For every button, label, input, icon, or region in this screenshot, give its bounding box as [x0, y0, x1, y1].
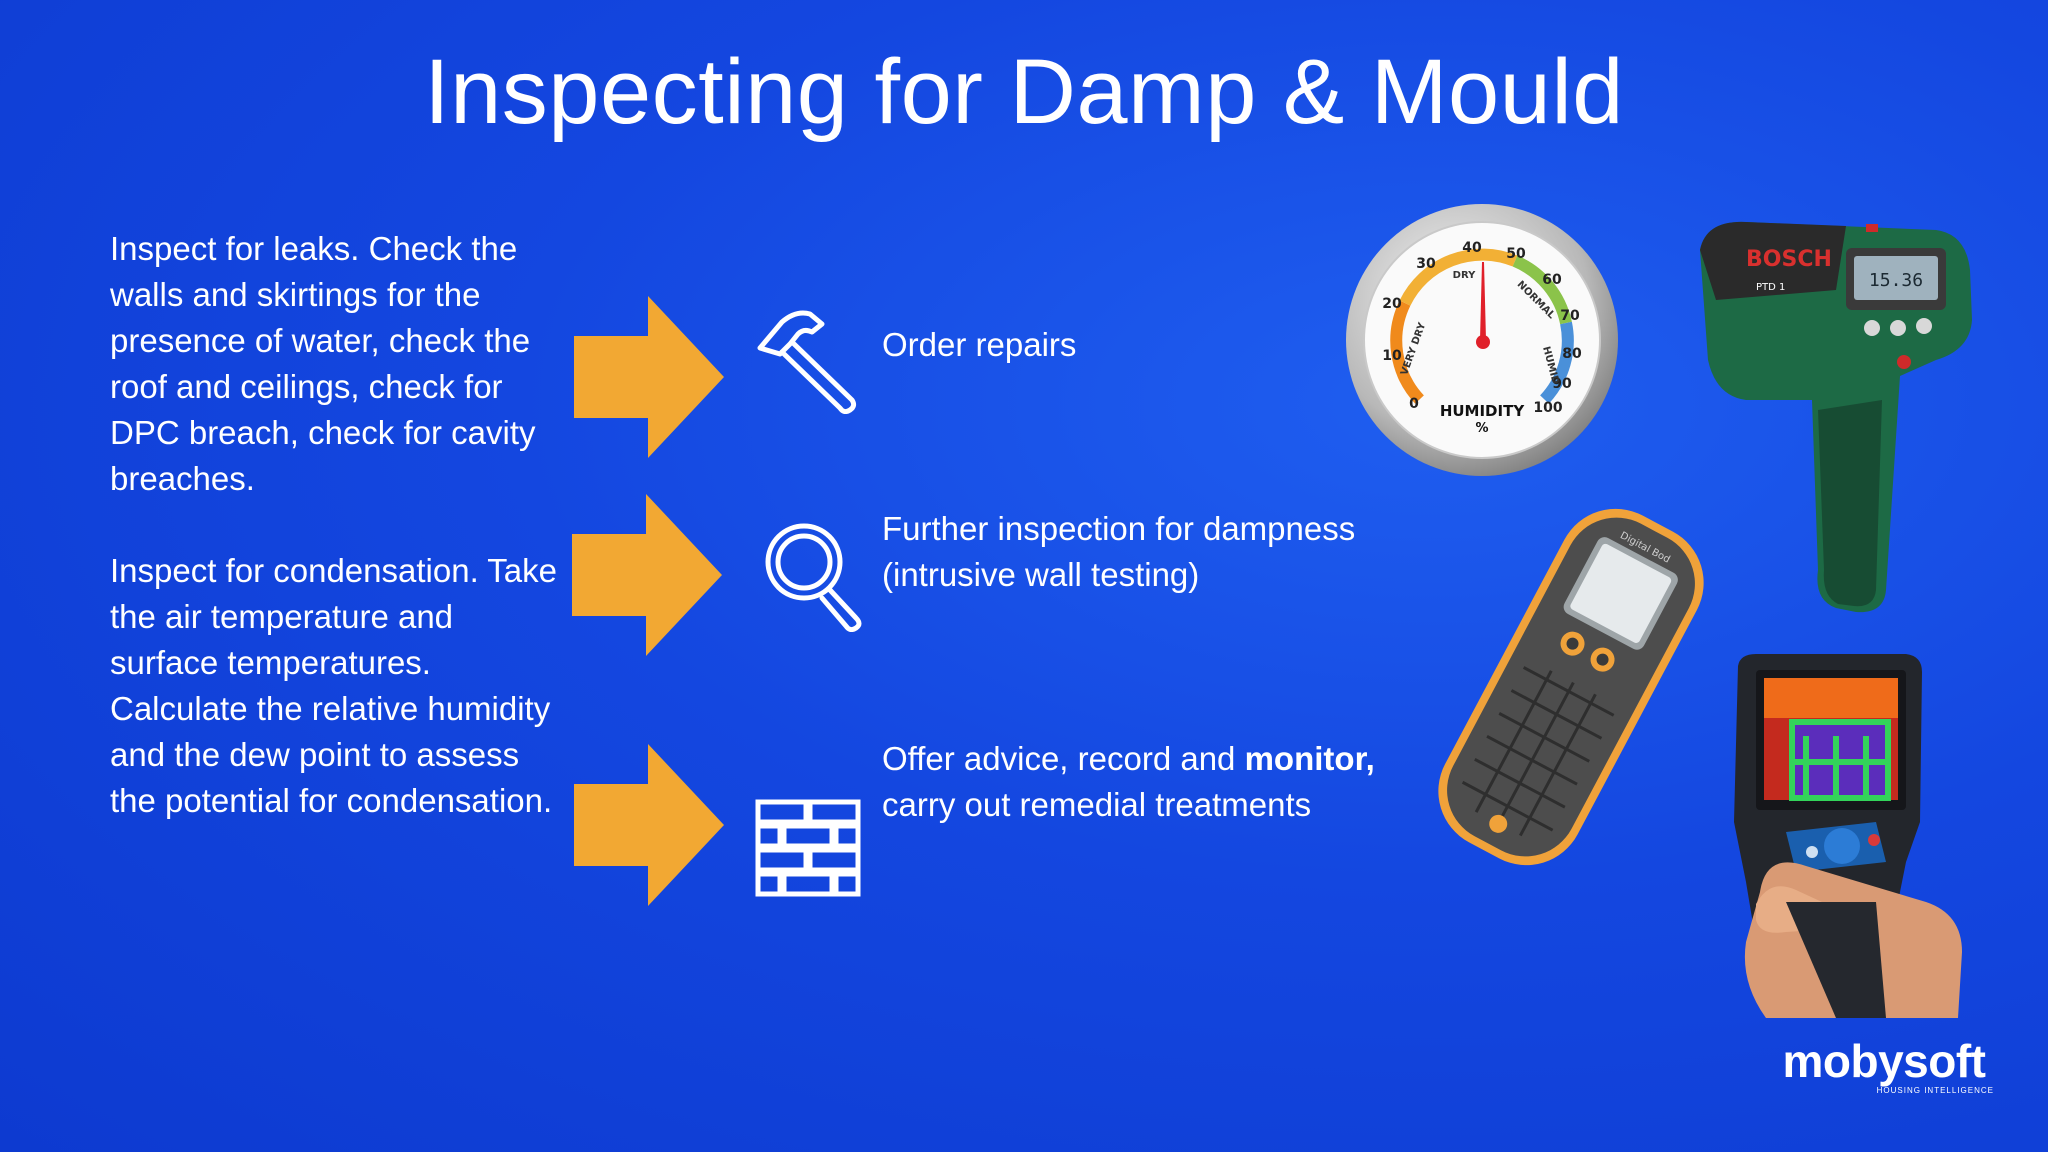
further-inspection-line1: Further inspection for dampness: [882, 510, 1356, 547]
hygrometer-tick: 70: [1560, 308, 1580, 324]
further-inspection-line2: (intrusive wall testing): [882, 556, 1200, 593]
hammer-icon: [757, 310, 857, 414]
further-inspection-text: Further inspection for dampness (intrusi…: [882, 506, 1442, 598]
hygrometer-tick: 90: [1552, 376, 1572, 392]
hygrometer-tick: 20: [1382, 296, 1402, 312]
logo-name: mobysoft: [1782, 1035, 1987, 1087]
hygrometer-tick: 100: [1533, 400, 1562, 416]
hygrometer-label: HUMIDITY: [1440, 402, 1526, 420]
hygrometer-tick: 0: [1409, 396, 1419, 412]
hygrometer-needle: [1480, 262, 1486, 340]
logo-tagline: HOUSING INTELLIGENCE: [1876, 1086, 1994, 1095]
monitor-emphasis: monitor,: [1244, 740, 1375, 777]
brick-wall-icon: [755, 799, 861, 897]
moisture-meter-device: Digital Bod: [1438, 508, 1704, 866]
mobysoft-logo: mobysoft HOUSING INTELLIGENCE: [1774, 1038, 1994, 1095]
offer-advice-line2: carry out remedial treatments: [882, 786, 1312, 823]
leaks-paragraph: Inspect for leaks. Check the walls and s…: [110, 230, 536, 497]
arrow-right-icon: [572, 494, 722, 656]
hygrometer-dial: 0 10 20 30 40 50 60 70 80 90 100 VERY DR…: [1346, 204, 1618, 476]
magnifier-icon: [765, 523, 862, 632]
hygrometer-tick: 60: [1542, 272, 1562, 288]
bosch-brand: BOSCH: [1746, 247, 1832, 272]
thermo-display: 15.36: [1869, 270, 1923, 291]
hygrometer-tick: 40: [1462, 240, 1482, 256]
hygrometer-tick: 30: [1416, 256, 1436, 272]
slide-title: Inspecting for Damp & Mould: [424, 41, 1624, 143]
condensation-paragraph: Inspect for condensation. Take the air t…: [110, 552, 558, 819]
thermal-camera-device: [1734, 654, 1962, 1018]
arrow-right-icon: [574, 744, 724, 906]
order-repairs-text: Order repairs: [882, 326, 1077, 363]
zone-label: DRY: [1453, 270, 1476, 281]
hygrometer-tick: 80: [1562, 346, 1582, 362]
hygrometer-unit: %: [1475, 421, 1488, 436]
offer-advice-line1: Offer advice, record and: [882, 740, 1245, 777]
hygrometer-tick: 10: [1382, 348, 1402, 364]
offer-advice-text: Offer advice, record and monitor, carry …: [882, 736, 1462, 828]
hygrometer-tick: 50: [1506, 246, 1526, 262]
arrow-right-icon: [574, 296, 724, 458]
thermo-detector-device: 15.36 BOSCH PTD 1: [1700, 221, 1972, 613]
bosch-model: PTD 1: [1756, 282, 1785, 293]
